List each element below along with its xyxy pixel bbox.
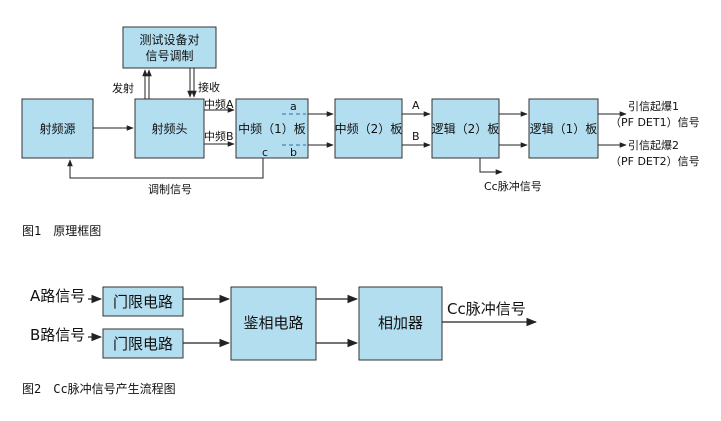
transmit-label: 发射 [112,81,134,95]
receive-label: 接收 [198,80,220,94]
test-equipment-box [122,26,217,69]
input-b-label: B路信号 [30,326,85,344]
gate-circuit-2-box [102,328,184,359]
fuze1-label: 引信起爆1 [628,99,679,113]
input-a-label: A路信号 [30,287,85,305]
figure-2-caption: 图2 Cc脉冲信号产生流程图 [22,381,176,396]
logic2-board-label: 逻辑（2）板 [432,122,500,136]
if1-board-box [235,98,309,159]
line-b-label: B [412,130,420,143]
gate-circuit-1-label: 门限电路 [113,293,173,311]
logic1-board-label: 逻辑（1）板 [530,122,598,136]
if1-board-label: 中频（1）板 [238,121,306,136]
phase-detector-label: 鉴相电路 [243,314,303,332]
fuze1-sub-label: （PF DET1）信号 [610,116,700,129]
fuze2-sub-label: （PF DET2）信号 [610,155,700,168]
mod-signal-label: 调制信号 [148,183,192,196]
if-b-label: 中频B [204,129,234,143]
phase-detector-box [230,286,317,361]
figure-1: 测试设备对 信号调制 射频源 射频头 中频（1）板 中频（2）板 逻辑（2）板 … [21,26,700,238]
figure-2: A路信号 B路信号 门限电路 门限电路 鉴相电路 相加器 Cc脉冲信号 图2 C… [22,286,538,396]
rf-source-box [21,98,94,159]
rf-head-box [134,98,205,159]
test-equipment-label-2: 信号调制 [145,49,193,63]
figure-1-caption: 图1 原理框图 [22,224,101,238]
adder-box [358,286,443,361]
logic2-board-box [431,98,500,159]
cc-pulse-label: Cc脉冲信号 [484,179,542,193]
output-label: Cc脉冲信号 [447,300,526,318]
modulation-feedback-line [67,158,264,179]
if2-board-label: 中频（2）板 [335,121,403,136]
cc-pulse-arrow [479,158,503,175]
gate-circuit-1-box [102,286,184,317]
port-c-label: c [262,146,268,159]
port-b-label: b [290,146,297,159]
gate-circuit-2-label: 门限电路 [113,335,173,353]
adder-label: 相加器 [378,314,423,332]
if2-board-box [334,98,403,159]
rf-source-label: 射频源 [39,121,75,136]
line-a-label: A [412,99,420,112]
rf-head-label: 射频头 [151,121,187,136]
port-a-label: a [290,100,297,113]
logic1-board-box [528,98,599,159]
fuze2-label: 引信起爆2 [628,138,679,152]
test-equipment-label-1: 测试设备对 [139,32,199,47]
if-a-label: 中频A [204,97,234,111]
